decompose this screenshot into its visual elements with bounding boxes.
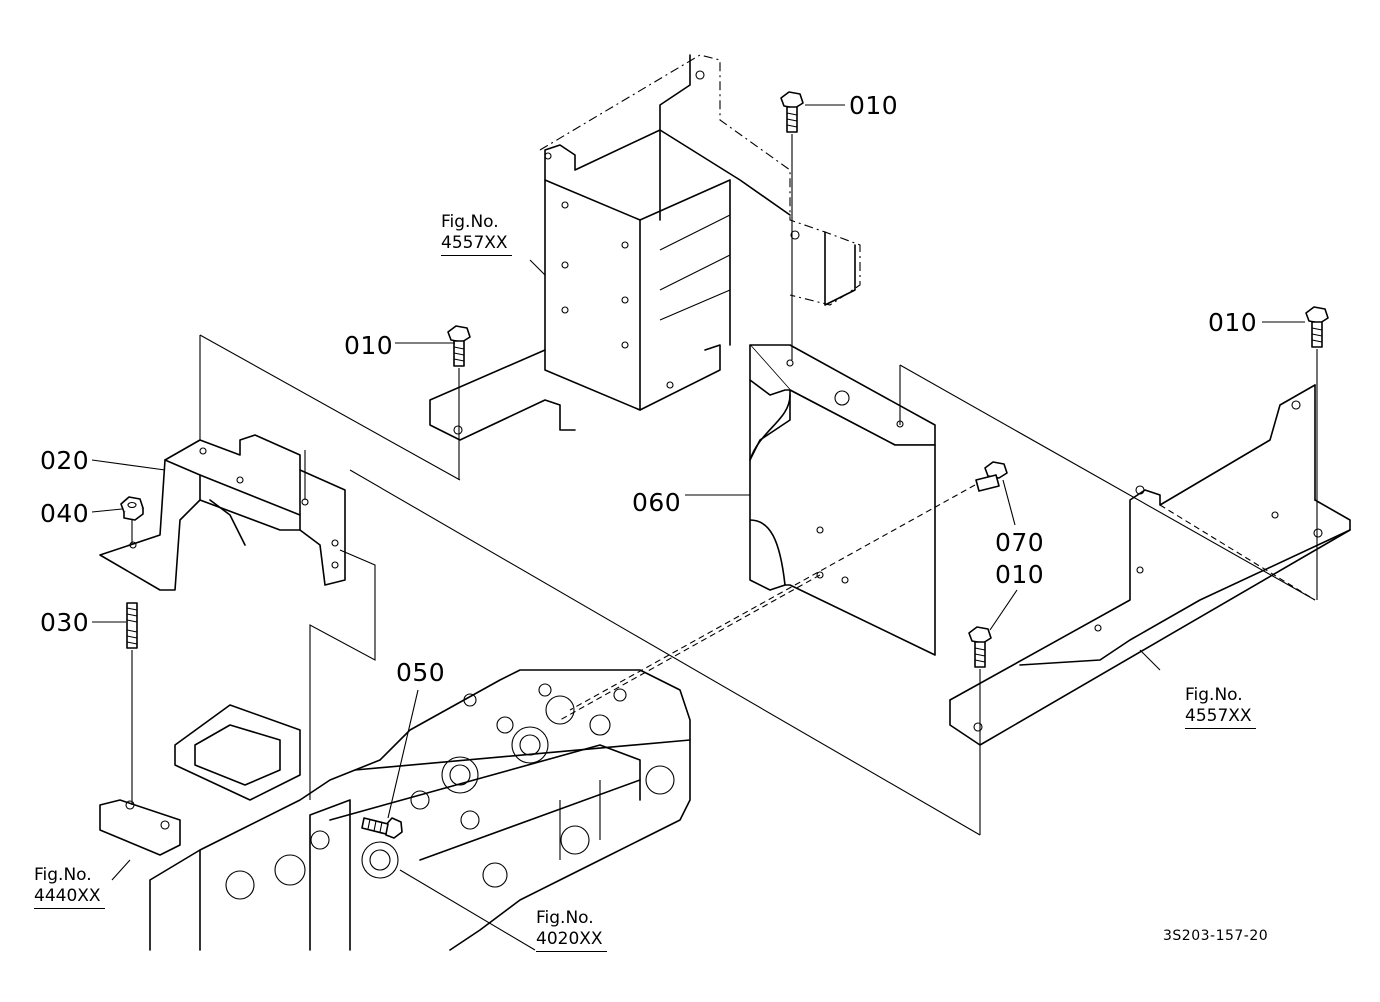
fig-ref-engine-left-code: 4440XX [34, 886, 105, 909]
bolt-010-top-icon [780, 91, 804, 133]
right-frame-rail [949, 384, 1351, 746]
fig-ref-engine-center-caption: Fig.No. [536, 908, 594, 928]
fig-ref-top: Fig.No. 4557XX [441, 212, 512, 256]
fig-ref-top-code: 4557XX [441, 233, 512, 256]
leader-lines [91, 104, 1305, 951]
fig-ref-engine-center-code: 4020XX [536, 929, 607, 952]
engine-block [99, 669, 691, 951]
fig-ref-top-caption: Fig.No. [441, 212, 499, 232]
fig-ref-engine-left-caption: Fig.No. [34, 865, 92, 885]
callout-010-top: 010 [849, 91, 899, 120]
plate-060-icon [749, 344, 936, 656]
upper-frame-bracket [429, 54, 861, 441]
fig-ref-engine-left: Fig.No. 4440XX [34, 865, 105, 909]
callout-030: 030 [40, 608, 90, 637]
fig-ref-right-caption: Fig.No. [1185, 685, 1243, 705]
nut-040-icon [120, 496, 144, 521]
fig-ref-right: Fig.No. 4557XX [1185, 685, 1256, 729]
callout-010-right: 010 [1208, 308, 1258, 337]
document-id: 3S203-157-20 [1163, 928, 1269, 944]
callout-050: 050 [396, 658, 446, 687]
bolt-070-icon [975, 461, 1008, 492]
callout-040: 040 [40, 499, 90, 528]
bolt-010-mid-icon [968, 626, 992, 668]
callout-060: 060 [632, 488, 682, 517]
callout-070: 070 [995, 528, 1045, 557]
callout-010-left: 010 [344, 331, 394, 360]
assembly-lines [131, 134, 1318, 836]
bolt-050-icon [361, 817, 403, 839]
callout-020: 020 [40, 446, 90, 475]
fig-ref-right-code: 4557XX [1185, 706, 1256, 729]
callout-010-mid: 010 [995, 560, 1045, 589]
bracket-020-icon [99, 434, 346, 591]
bolt-010-left-icon [447, 325, 471, 367]
fig-ref-engine-center: Fig.No. 4020XX [536, 908, 607, 952]
stud-030-icon [126, 602, 138, 649]
bolt-010-right-icon [1305, 306, 1329, 348]
